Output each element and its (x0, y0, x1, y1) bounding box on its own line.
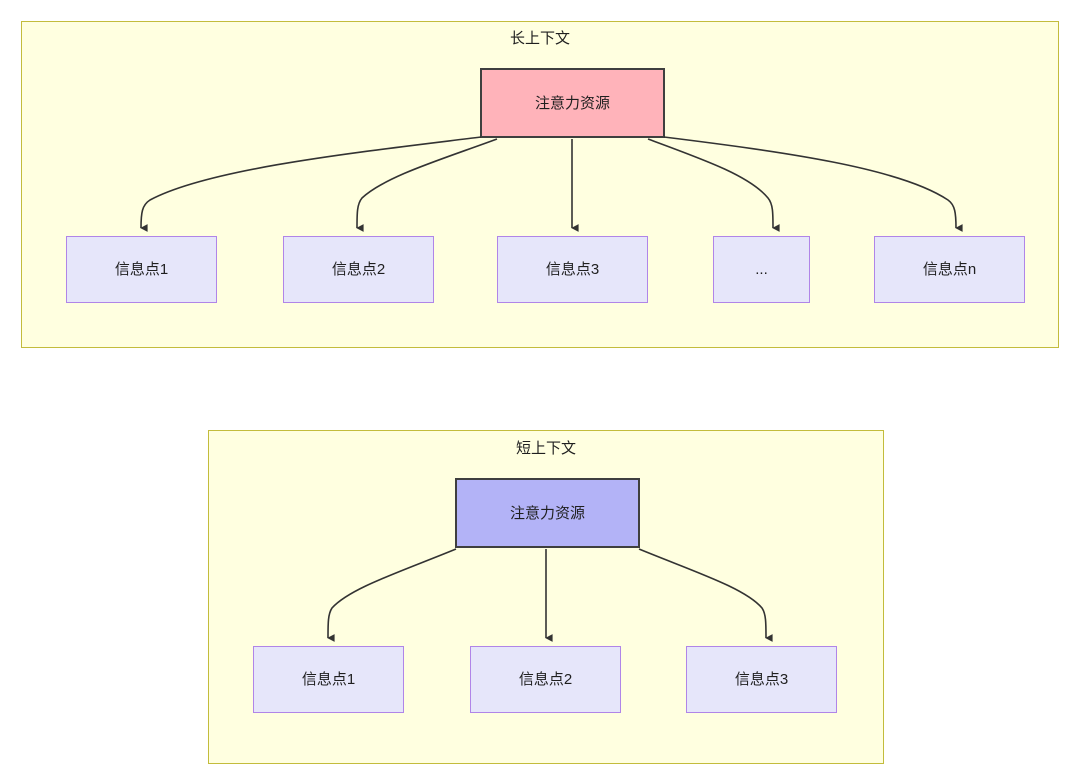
node-info-point-1-short[interactable]: 信息点1 (253, 646, 404, 713)
node-label: 信息点n (922, 261, 977, 278)
node-label: 信息点1 (114, 261, 169, 278)
group-long-context-title: 长上下文 (509, 30, 570, 47)
group-short-context-title: 短上下文 (515, 440, 576, 457)
node-info-point-2-long[interactable]: 信息点2 (283, 236, 434, 303)
node-info-point-2-short[interactable]: 信息点2 (470, 646, 621, 713)
node-attention-resource-short[interactable]: 注意力资源 (455, 478, 640, 548)
node-attention-resource-long[interactable]: 注意力资源 (480, 68, 665, 138)
node-label: 注意力资源 (509, 504, 585, 522)
node-label: 信息点2 (331, 261, 386, 278)
node-label: 信息点1 (301, 671, 356, 688)
node-info-point-1-long[interactable]: 信息点1 (66, 236, 217, 303)
node-info-point-ellipsis-long[interactable]: ... (713, 236, 810, 303)
node-info-point-3-long[interactable]: 信息点3 (497, 236, 648, 303)
node-label: 信息点2 (518, 671, 573, 688)
node-info-point-3-short[interactable]: 信息点3 (686, 646, 837, 713)
node-info-point-n-long[interactable]: 信息点n (874, 236, 1025, 303)
node-label: 注意力资源 (534, 94, 610, 112)
node-label: 信息点3 (545, 261, 600, 278)
node-label: ... (755, 261, 768, 278)
node-label: 信息点3 (734, 671, 789, 688)
